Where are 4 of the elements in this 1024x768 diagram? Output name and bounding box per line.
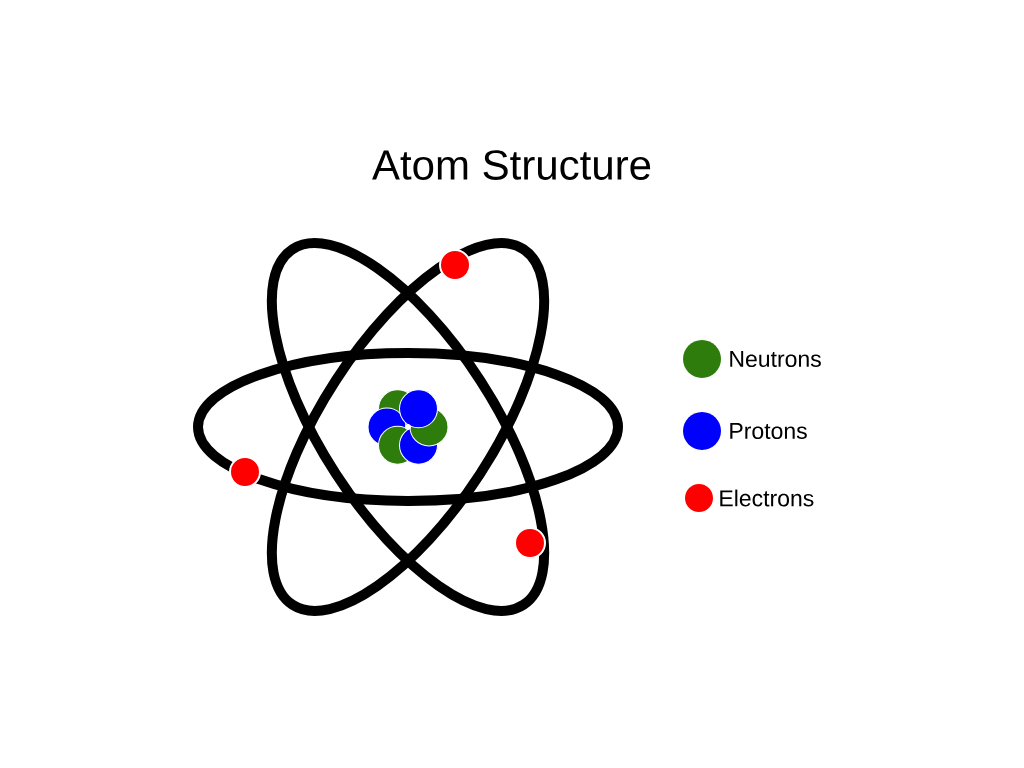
- title: Atom Structure: [372, 150, 651, 180]
- legend-label: Neutrons: [730, 351, 821, 368]
- legend-label: Electrons: [720, 489, 814, 507]
- legend-label: Protons: [730, 423, 807, 440]
